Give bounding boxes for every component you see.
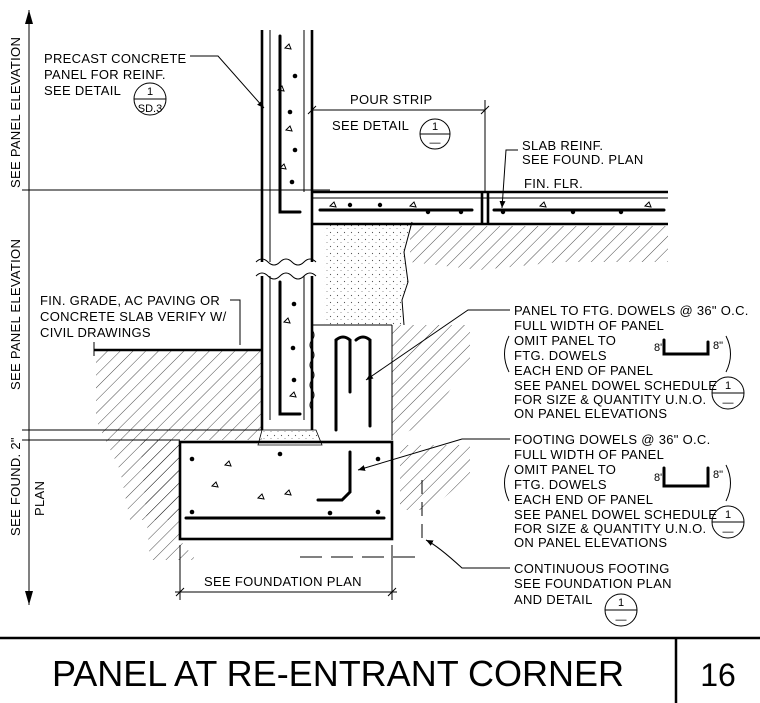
see-found-plan-label: PLAN <box>32 481 47 516</box>
aggregate-marks <box>276 43 297 398</box>
footing-dowels-schedule3: ON PANEL ELEVATIONS <box>514 535 667 550</box>
svg-text:8": 8" <box>713 469 723 481</box>
precast-callout-line2: PANEL FOR REINF. <box>44 67 166 82</box>
svg-text:1: 1 <box>725 380 731 392</box>
panel-dowels-omit1: OMIT PANEL TO <box>514 333 616 348</box>
precast-leader <box>190 55 265 109</box>
footing-dowels-schedule1: SEE PANEL DOWEL SCHEDULE <box>514 507 717 522</box>
svg-text:1: 1 <box>725 509 731 521</box>
svg-text:—: — <box>723 397 734 409</box>
fin-grade-leader <box>230 299 241 345</box>
panel-dowels-schedule1: SEE PANEL DOWEL SCHEDULE <box>514 378 717 393</box>
drawing-title: PANEL AT RE-ENTRANT CORNER <box>52 653 624 694</box>
panel-dowels-omit2: FTG. DOWELS <box>514 348 607 363</box>
grade-surface <box>93 342 262 356</box>
fin-grade-line2: CONCRETE SLAB VERIFY W/ <box>40 309 227 324</box>
continuous-footing-line1: CONTINUOUS FOOTING <box>514 561 670 576</box>
footing <box>178 324 423 558</box>
footing-dowel-shape-icon: 8" 8" <box>654 464 731 502</box>
panel-dowels-leader <box>365 309 510 381</box>
svg-text:—: — <box>616 614 627 626</box>
continuous-footing-line3: AND DETAIL <box>514 592 593 607</box>
footing-dowels-omit1: OMIT PANEL TO <box>514 462 616 477</box>
panel-rebar-dots <box>287 73 298 383</box>
footing-dowels-leader <box>357 438 510 471</box>
footing-dowels-omit2: FTG. DOWELS <box>514 477 607 492</box>
see-foundation-plan-label: SEE FOUNDATION PLAN <box>204 574 362 589</box>
svg-text:1: 1 <box>147 86 153 98</box>
slab <box>312 190 668 226</box>
svg-text:—: — <box>430 137 441 149</box>
footing-dowels-omit3: EACH END OF PANEL <box>514 492 653 507</box>
panel-dowel-shape-icon: 8" 8" <box>654 335 731 373</box>
panel-dowels-omit3: EACH END OF PANEL <box>514 363 653 378</box>
footing-dowels-schedule2: FOR SIZE & QUANTITY U.N.O. <box>514 521 706 536</box>
title-block <box>0 636 760 703</box>
panel-dowels-detail-bubble: 1 — <box>711 376 745 410</box>
foundation-plan-dimension <box>175 545 397 600</box>
fin-grade-line1: FIN. GRADE, AC PAVING OR <box>40 293 220 308</box>
precast-panel <box>255 30 317 430</box>
sand-fill <box>324 222 412 325</box>
earth-hatch <box>96 226 668 560</box>
svg-text:8": 8" <box>713 340 723 352</box>
slab-reinf-leader <box>499 149 518 209</box>
svg-text:SD.3: SD.3 <box>138 103 162 115</box>
svg-text:—: — <box>723 526 734 538</box>
svg-text:1: 1 <box>618 597 624 609</box>
pour-strip-see-detail: SEE DETAIL <box>332 118 409 133</box>
footing-dowels-paren <box>504 464 510 502</box>
precast-detail-bubble: 1 SD.3 <box>133 82 167 116</box>
continuous-footing-line2: SEE FOUNDATION PLAN <box>514 576 672 591</box>
footing-dowels-line2: FULL WIDTH OF PANEL <box>514 447 664 462</box>
precast-callout-line1: PRECAST CONCRETE <box>44 51 187 66</box>
see-panel-elevation-upper-label: SEE PANEL ELEVATION <box>8 37 23 188</box>
panel-dowels-schedule3: ON PANEL ELEVATIONS <box>514 406 667 421</box>
svg-text:8": 8" <box>654 342 664 354</box>
see-panel-elevation-lower-label: SEE PANEL ELEVATION <box>8 239 23 390</box>
pour-strip-dimension <box>307 100 490 192</box>
see-found-label: SEE FOUND. 2" <box>8 437 23 536</box>
panel-dowels-line1: PANEL TO FTG. DOWELS @ 36" O.C. <box>514 303 749 318</box>
sand-fill-edge <box>401 221 413 326</box>
fin-grade-line3: CIVIL DRAWINGS <box>40 325 151 340</box>
fin-flr-label: FIN. FLR. <box>524 176 583 191</box>
panel-dowels-schedule2: FOR SIZE & QUANTITY U.N.O. <box>514 392 706 407</box>
continuous-footing-leader <box>425 539 510 569</box>
pour-strip-detail-bubble: 1 — <box>419 118 451 150</box>
continuous-footing-detail-bubble: 1 — <box>604 593 638 627</box>
footing-dowels-line1: FOOTING DOWELS @ 36" O.C. <box>514 432 711 447</box>
precast-callout-line3: SEE DETAIL <box>44 83 121 98</box>
left-dimension-line <box>22 10 330 605</box>
panel-dowels-line2: FULL WIDTH OF PANEL <box>514 318 664 333</box>
slab-reinf-line1: SLAB REINF. <box>522 138 603 153</box>
svg-text:8": 8" <box>654 472 664 484</box>
sheet-number: 16 <box>700 657 736 693</box>
footing-dowels-detail-bubble: 1 — <box>711 505 745 539</box>
svg-text:1: 1 <box>432 121 438 133</box>
panel-dowels-paren <box>504 335 510 373</box>
slab-reinf-line2: SEE FOUND. PLAN <box>522 152 644 167</box>
pour-strip-label: POUR STRIP <box>350 92 432 107</box>
